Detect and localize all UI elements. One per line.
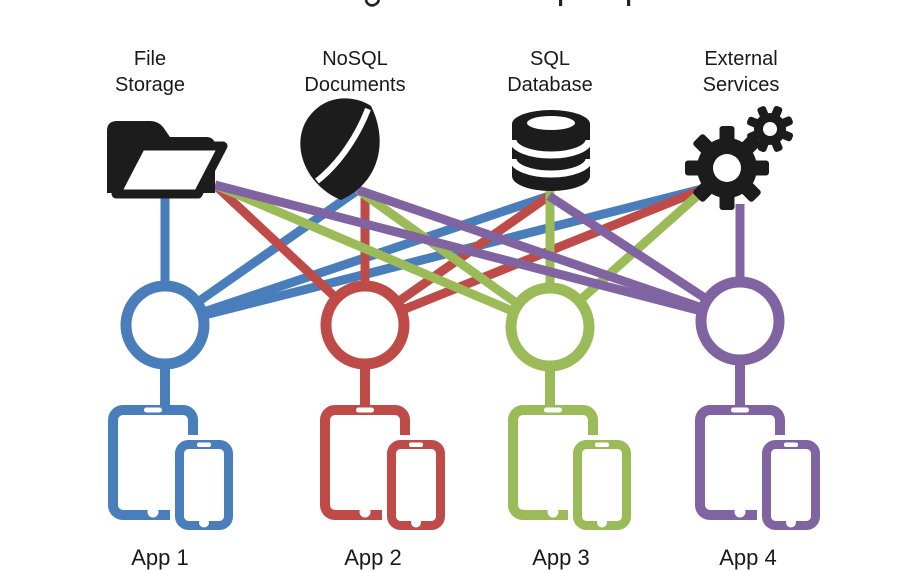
edge-app-2-external-services	[363, 183, 708, 330]
edge-app-4-nosql-documents	[356, 185, 742, 326]
device-group-app-1	[108, 405, 238, 535]
title-fragment-1	[559, 0, 563, 6]
device-group-app-4	[695, 405, 825, 535]
gears-icon	[685, 105, 794, 210]
edge-app-3-file-storage	[213, 180, 552, 332]
service-icons	[107, 98, 794, 210]
device-group-app-3	[508, 405, 636, 535]
database-icon	[509, 110, 593, 191]
phone-icon	[382, 435, 450, 535]
app-label-app-2: App 2	[344, 545, 402, 570]
title-fragment-2	[627, 0, 631, 6]
folder-icon	[107, 121, 228, 199]
phone-icon	[170, 435, 238, 535]
edge-app-1-sql-database	[163, 191, 551, 330]
cut-off-title	[364, 0, 631, 7]
app-label-app-1: App 1	[131, 545, 189, 570]
hub-circle-app-3	[505, 282, 595, 372]
hub-circle-app-1	[120, 280, 210, 370]
device-groups	[108, 405, 825, 535]
leaf-icon	[300, 98, 380, 200]
hub-circle-app-4	[695, 276, 785, 366]
app-label-app-4: App 4	[719, 545, 777, 570]
app-label-app-3: App 3	[532, 545, 590, 570]
service-label-nosql-documents: NoSQL Documents	[304, 48, 406, 96]
title-fragment-0	[364, 0, 380, 7]
device-group-app-2	[320, 405, 450, 535]
connection-lines	[160, 180, 745, 414]
phone-icon	[757, 435, 825, 535]
service-label-external-services: External Services	[702, 48, 780, 96]
edge-app-1-external-services	[163, 183, 708, 330]
hub-circle-app-2	[320, 280, 410, 370]
hub-circles	[120, 276, 785, 372]
edge-app-4-file-storage	[213, 180, 742, 326]
phone-icon	[568, 435, 636, 535]
service-label-file-storage: File Storage	[114, 48, 186, 96]
service-label-sql-database: SQL Database	[507, 48, 593, 96]
